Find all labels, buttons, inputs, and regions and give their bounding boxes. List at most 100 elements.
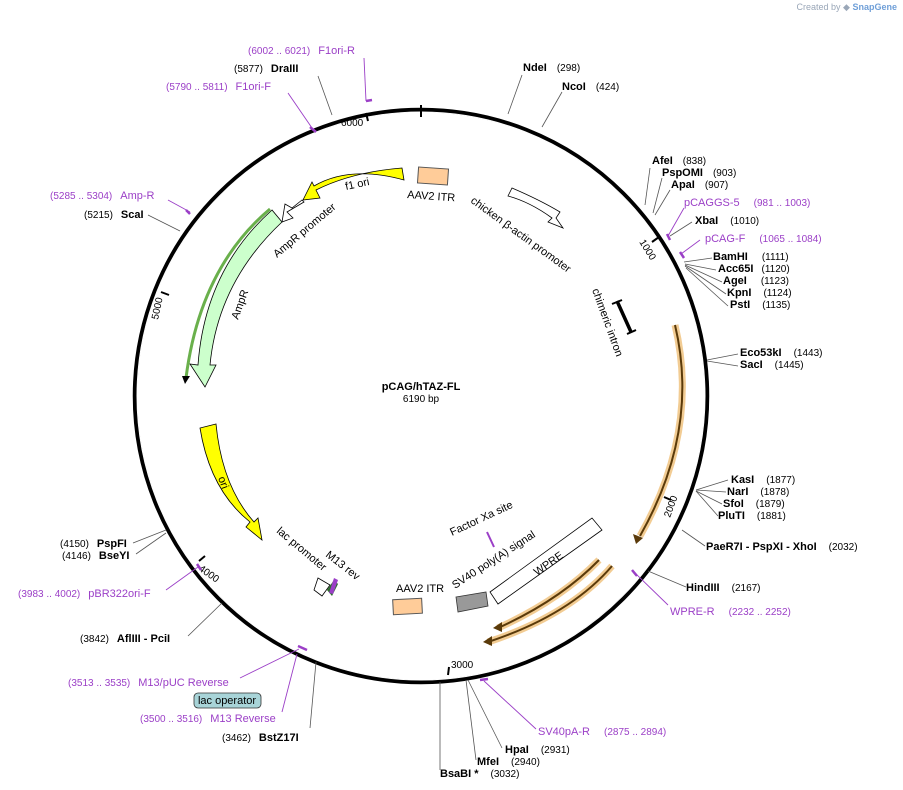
ampr-arrow <box>189 209 283 388</box>
enzyme-saci-pos: (1445) <box>775 360 804 371</box>
enzyme-agei-pos: (1123) <box>761 276 789 287</box>
primer-m13-puc-reverse[interactable]: (3513 .. 3535)M13/pUC Reverse <box>68 677 229 689</box>
cds-orange-lower-glow <box>486 563 615 646</box>
enzyme-nari[interactable]: NarI(1878) <box>727 486 789 498</box>
enzyme-acc65i-name: Acc65I <box>718 263 753 275</box>
enzyme-pspfi[interactable]: (4150) PspFI <box>60 538 127 550</box>
primer-pcag-f[interactable]: pCAG-F(1065 .. 1084) <box>705 233 822 245</box>
tick-labels: 6000 1000 2000 3000 4000 5000 <box>150 118 680 671</box>
ticks <box>160 105 672 676</box>
enzyme-draiii-name: DraIII <box>271 63 299 75</box>
enzyme-ncoi[interactable]: NcoI(424) <box>562 81 619 93</box>
primer-f1ori-f-range: (5790 .. 5811) <box>166 82 228 93</box>
cds-orange-upper-arrowhead <box>493 622 502 632</box>
primer-m13-puc-reverse-range: (3513 .. 3535) <box>68 678 130 689</box>
chimeric-intron-cap-top <box>611 299 623 305</box>
enzyme-eco53ki[interactable]: Eco53kI(1443) <box>740 347 823 359</box>
primer-f1ori-f[interactable]: (5790 .. 5811)F1ori-F <box>166 81 271 93</box>
primer-sv40pa-r[interactable]: SV40pA-R(2875 .. 2894) <box>538 726 666 738</box>
f1ori-f-mark <box>309 126 317 133</box>
enzyme-agei[interactable]: AgeI(1123) <box>723 275 789 287</box>
aav2-itr-top-box <box>416 166 450 186</box>
enzyme-bstz17i[interactable]: (3462)BstZ17I <box>222 732 299 744</box>
enzyme-psti[interactable]: PstI(1135) <box>730 299 790 311</box>
enzyme-acc65i[interactable]: Acc65I(1120) <box>718 263 790 275</box>
primer-amp-r[interactable]: (5285 .. 5304)Amp-R <box>50 190 155 202</box>
enzyme-afei[interactable]: AfeI(838) <box>652 155 706 167</box>
enzyme-bamhi-name: BamHI <box>713 251 748 263</box>
enzyme-hpai[interactable]: HpaI(2931) <box>505 744 570 756</box>
ncoi-line <box>541 91 563 128</box>
factor-xa-site-mark <box>486 531 495 548</box>
primer-m13-reverse[interactable]: (3500 .. 3516)M13 Reverse <box>140 713 276 725</box>
m13-reverse-mark <box>297 644 308 652</box>
enzyme-draiii[interactable]: (5877)DraIII <box>234 63 298 75</box>
tick-1000 <box>651 236 660 243</box>
enzyme-bamhi[interactable]: BamHI(1111) <box>713 251 789 263</box>
enzyme-labels: NdeI(298) NcoI(424) AfeI(838) PspOMI(903… <box>60 62 858 780</box>
enzyme-bseyi[interactable]: (4146)BseYI <box>62 550 129 562</box>
primer-m13-reverse-range: (3500 .. 3516) <box>140 714 202 725</box>
enzyme-ndei[interactable]: NdeI(298) <box>523 62 580 74</box>
credit-prefix: Created by <box>796 2 841 12</box>
enzyme-afliii-pos: (3842) <box>80 634 109 645</box>
mfei-line <box>465 679 477 761</box>
primer-amp-r-range: (5285 .. 5304) <box>50 191 112 202</box>
enzyme-hindiii[interactable]: HindIII(2167) <box>686 582 761 594</box>
f1-ori-label: f1 ori <box>344 176 370 193</box>
enzyme-pspfi-name: PspFI <box>97 538 127 550</box>
primer-pbr322ori-f[interactable]: (3983 .. 4002)pBR322ori-F <box>18 588 151 600</box>
enzyme-afei-name: AfeI <box>652 155 673 167</box>
leader-lines <box>132 74 739 770</box>
chicken-actin-arrow <box>507 187 565 229</box>
enzyme-xbai-pos: (1010) <box>730 216 759 227</box>
enzyme-pluti[interactable]: PluTI(1881) <box>718 510 786 522</box>
primer-f1ori-r[interactable]: (6002 .. 6021)F1ori-R <box>248 45 355 57</box>
enzyme-kpni[interactable]: KpnI(1124) <box>727 287 792 299</box>
ampr-primer-bar <box>184 207 271 379</box>
enzyme-bstz17i-name: BstZ17I <box>259 732 299 744</box>
enzyme-apai[interactable]: ApaI(907) <box>671 179 728 191</box>
enzyme-ndei-name: NdeI <box>523 62 547 74</box>
features: AAV2 ITR f1 ori AmpR promoter AmpR ori c… <box>182 166 686 646</box>
wpre-box <box>489 517 603 605</box>
enzyme-afliii[interactable]: (3842)AflIII - PciI <box>80 633 170 645</box>
enzyme-saci[interactable]: SacI(1445) <box>740 359 804 371</box>
apai-line <box>654 189 671 216</box>
lac-promoter-arrow <box>313 577 331 597</box>
tick-6000 <box>365 112 369 122</box>
plasmid-length: 6190 bp <box>403 394 440 405</box>
enzyme-bsabi[interactable]: BsaBI *(3032) <box>440 768 519 780</box>
primer-pbr322ori-f-range: (3983 .. 4002) <box>18 589 80 600</box>
credit-brand: SnapGene <box>852 2 897 12</box>
pbr322ori-f-mark <box>195 563 203 571</box>
enzyme-scai[interactable]: (5215)ScaI <box>84 209 144 221</box>
enzyme-hpai-name: HpaI <box>505 744 529 756</box>
primer-sv40pa-r-name: SV40pA-R <box>538 726 590 738</box>
enzyme-scai-name: ScaI <box>121 209 144 221</box>
lac-promoter-label: lac promoter <box>274 525 329 574</box>
enzyme-pspfi-pos: (4150) <box>60 539 89 550</box>
enzyme-xbai[interactable]: XbaI(1010) <box>695 215 759 227</box>
wpre-r-mark <box>631 569 638 577</box>
pcaggs-5-mark <box>665 233 672 241</box>
primer-pcaggs-5[interactable]: pCAGGS-5(981 .. 1003) <box>684 197 810 209</box>
lac-operator-badge[interactable]: lac operator <box>193 692 262 709</box>
enzyme-sfoi[interactable]: SfoI(1879) <box>723 498 785 510</box>
chimeric-intron-cap-bottom <box>626 329 637 335</box>
enzyme-pluti-name: PluTI <box>718 510 745 522</box>
afliii-line <box>187 602 223 637</box>
psti-line <box>685 267 729 307</box>
primer-wpre-r[interactable]: WPRE-R(2232 .. 2252) <box>670 606 791 618</box>
f1ori-r-mark <box>365 98 373 103</box>
enzyme-pspomi[interactable]: PspOMI(903) <box>662 167 736 179</box>
enzyme-mfei[interactable]: MfeI(2940) <box>477 756 540 768</box>
scai-line <box>147 214 181 232</box>
pcag-f-line <box>680 239 701 255</box>
sfoi-line <box>695 490 723 505</box>
enzyme-paer7i[interactable]: PaeR7I - PspXI - XhoI(2032) <box>706 541 858 553</box>
sv40-polya-box <box>455 591 489 613</box>
enzyme-kasi[interactable]: KasI(1877) <box>731 474 795 486</box>
primer-lines <box>165 57 701 730</box>
primer-wpre-r-range: (2232 .. 2252) <box>729 607 791 618</box>
